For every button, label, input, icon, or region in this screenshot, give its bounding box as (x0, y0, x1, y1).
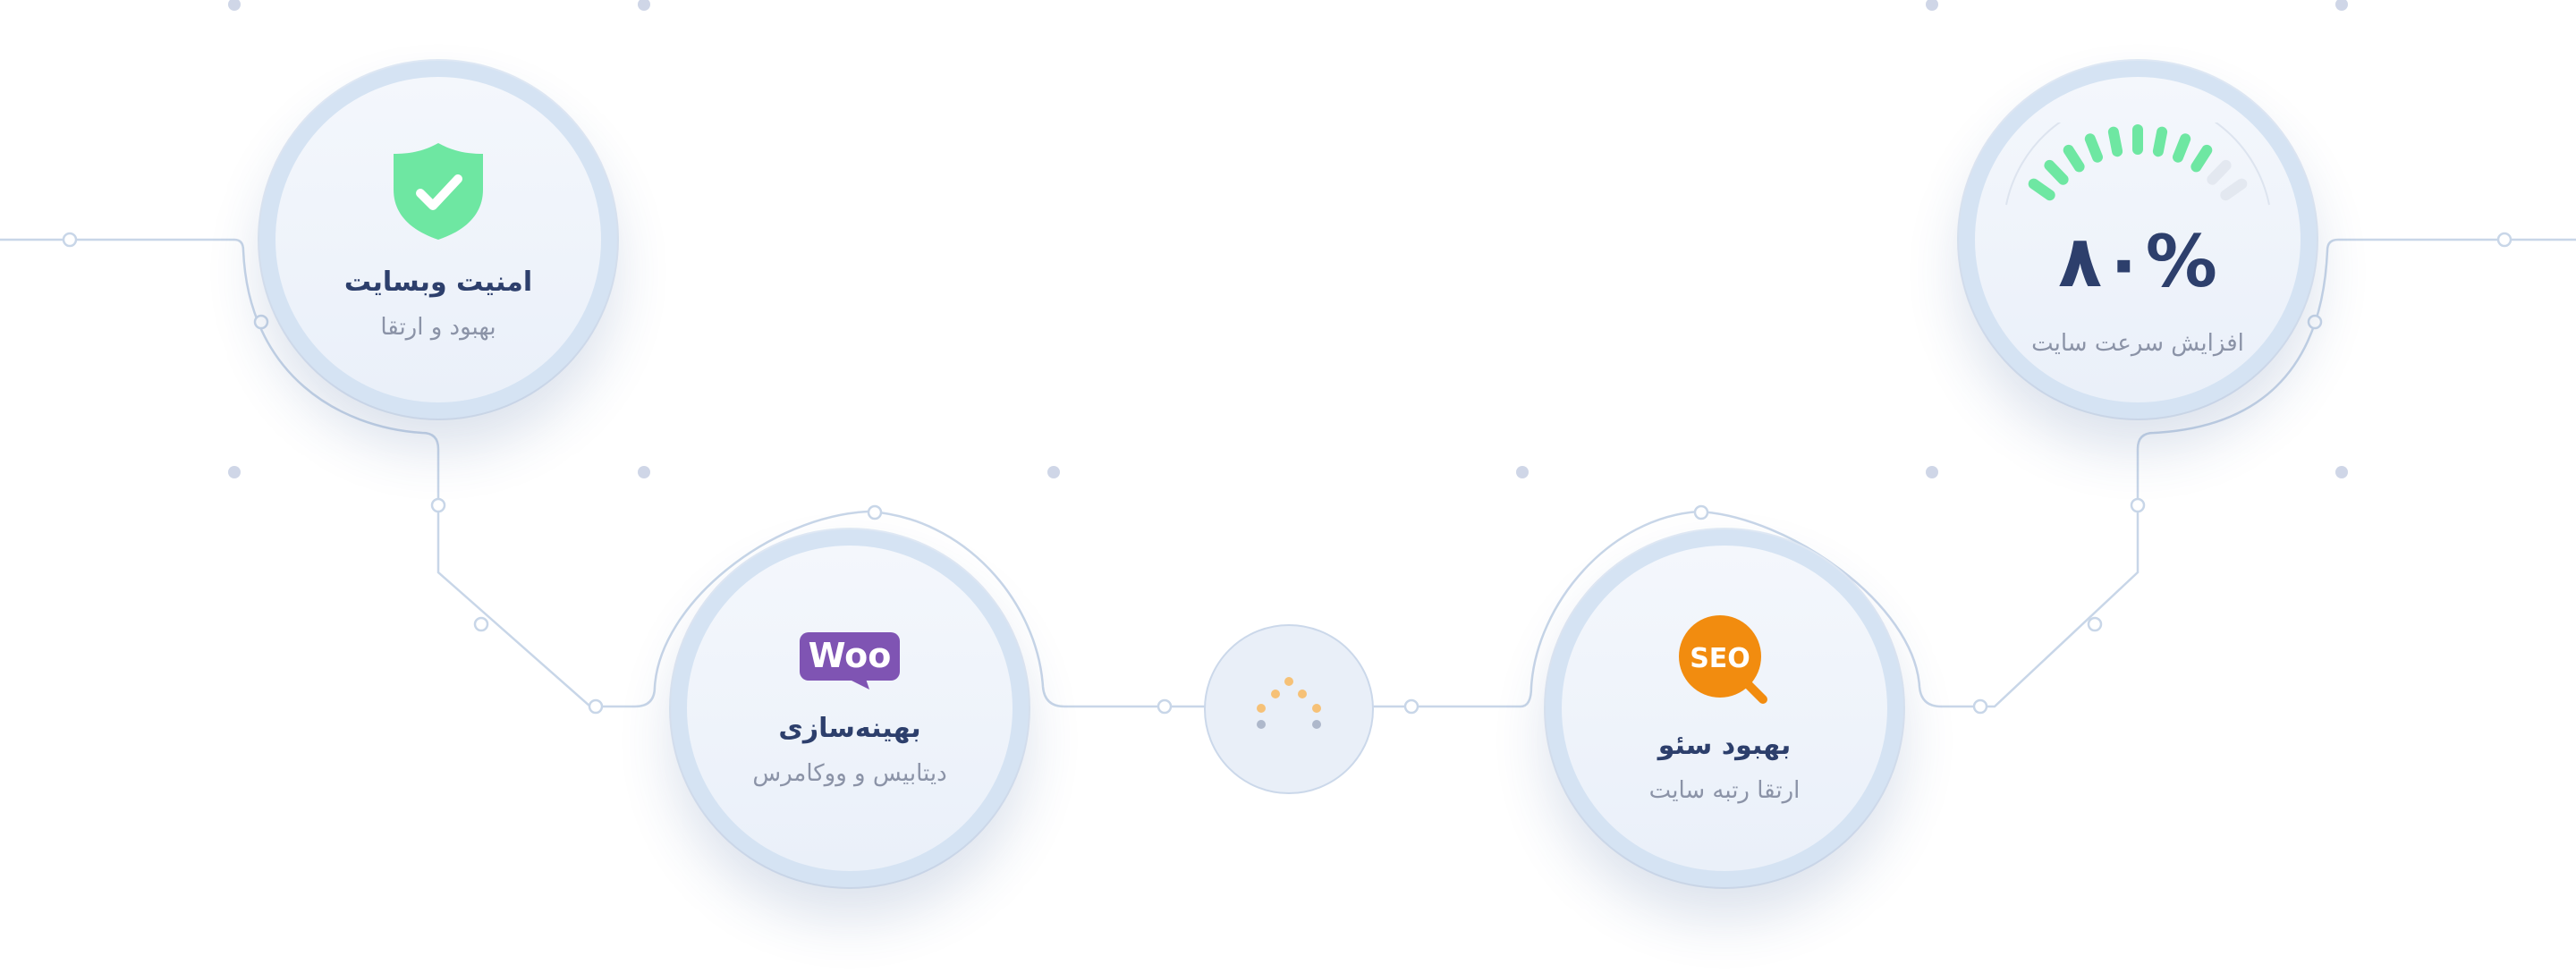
shield-check-icon (390, 140, 487, 247)
woocommerce-logo-icon: Woo (798, 630, 902, 693)
speed-gauge-icon (2005, 123, 2270, 206)
speed-card[interactable]: ۸۰% افزایش سرعت سایت (1959, 61, 2317, 419)
woocommerce-card[interactable]: Woo بهینه‌سازی دیتابیس و ووکامرس (671, 529, 1029, 887)
gauge-tick (2190, 144, 2213, 173)
seo-title: بهبود سئو (1657, 729, 1792, 761)
seo-subtitle: ارتقا رتبه سایت (1648, 776, 1801, 804)
woocommerce-subtitle: دیتابیس و ووکامرس (752, 759, 947, 787)
speed-card-inner: ۸۰% افزایش سرعت سایت (1975, 77, 2301, 402)
seo-card-inner: SEO بهبود سئو ارتقا رتبه سایت (1562, 546, 1887, 871)
woocommerce-card-inner: Woo بهینه‌سازی دیتابیس و ووکامرس (687, 546, 1013, 871)
gauge-tick (2207, 159, 2232, 185)
gauge-tick (2028, 178, 2055, 201)
speed-subtitle: افزایش سرعت سایت (2031, 330, 2244, 357)
security-subtitle: بهبود و ارتقا (380, 313, 496, 341)
connector-nodes (62, 232, 2512, 715)
gauge-tick (2063, 144, 2085, 173)
security-card[interactable]: امنیت وبسایت بهبود و ارتقا (259, 61, 617, 419)
gauge-tick (2084, 133, 2103, 163)
speed-value: ۸۰% (2058, 220, 2217, 303)
gauge-tick (2044, 159, 2069, 185)
center-node (1204, 624, 1374, 794)
woo-logo-text: Woo (809, 636, 892, 675)
dots-spinner-icon (1257, 677, 1321, 729)
seo-logo-text: SEO (1690, 643, 1750, 674)
gauge-tick (2220, 178, 2248, 201)
security-title: امنیت وبسایت (343, 266, 533, 298)
security-card-inner: امنیت وبسایت بهبود و ارتقا (275, 77, 601, 402)
seo-magnifier-icon: SEO (1675, 613, 1774, 710)
woocommerce-title: بهینه‌سازی (778, 712, 921, 744)
grid-dots (228, 0, 2348, 478)
gauge-tick (2152, 126, 2168, 157)
gauge-tick (2107, 126, 2123, 157)
gauge-arc (2005, 123, 2270, 206)
gauge-tick (2173, 133, 2191, 163)
seo-card[interactable]: SEO بهبود سئو ارتقا رتبه سایت (1546, 529, 1903, 887)
